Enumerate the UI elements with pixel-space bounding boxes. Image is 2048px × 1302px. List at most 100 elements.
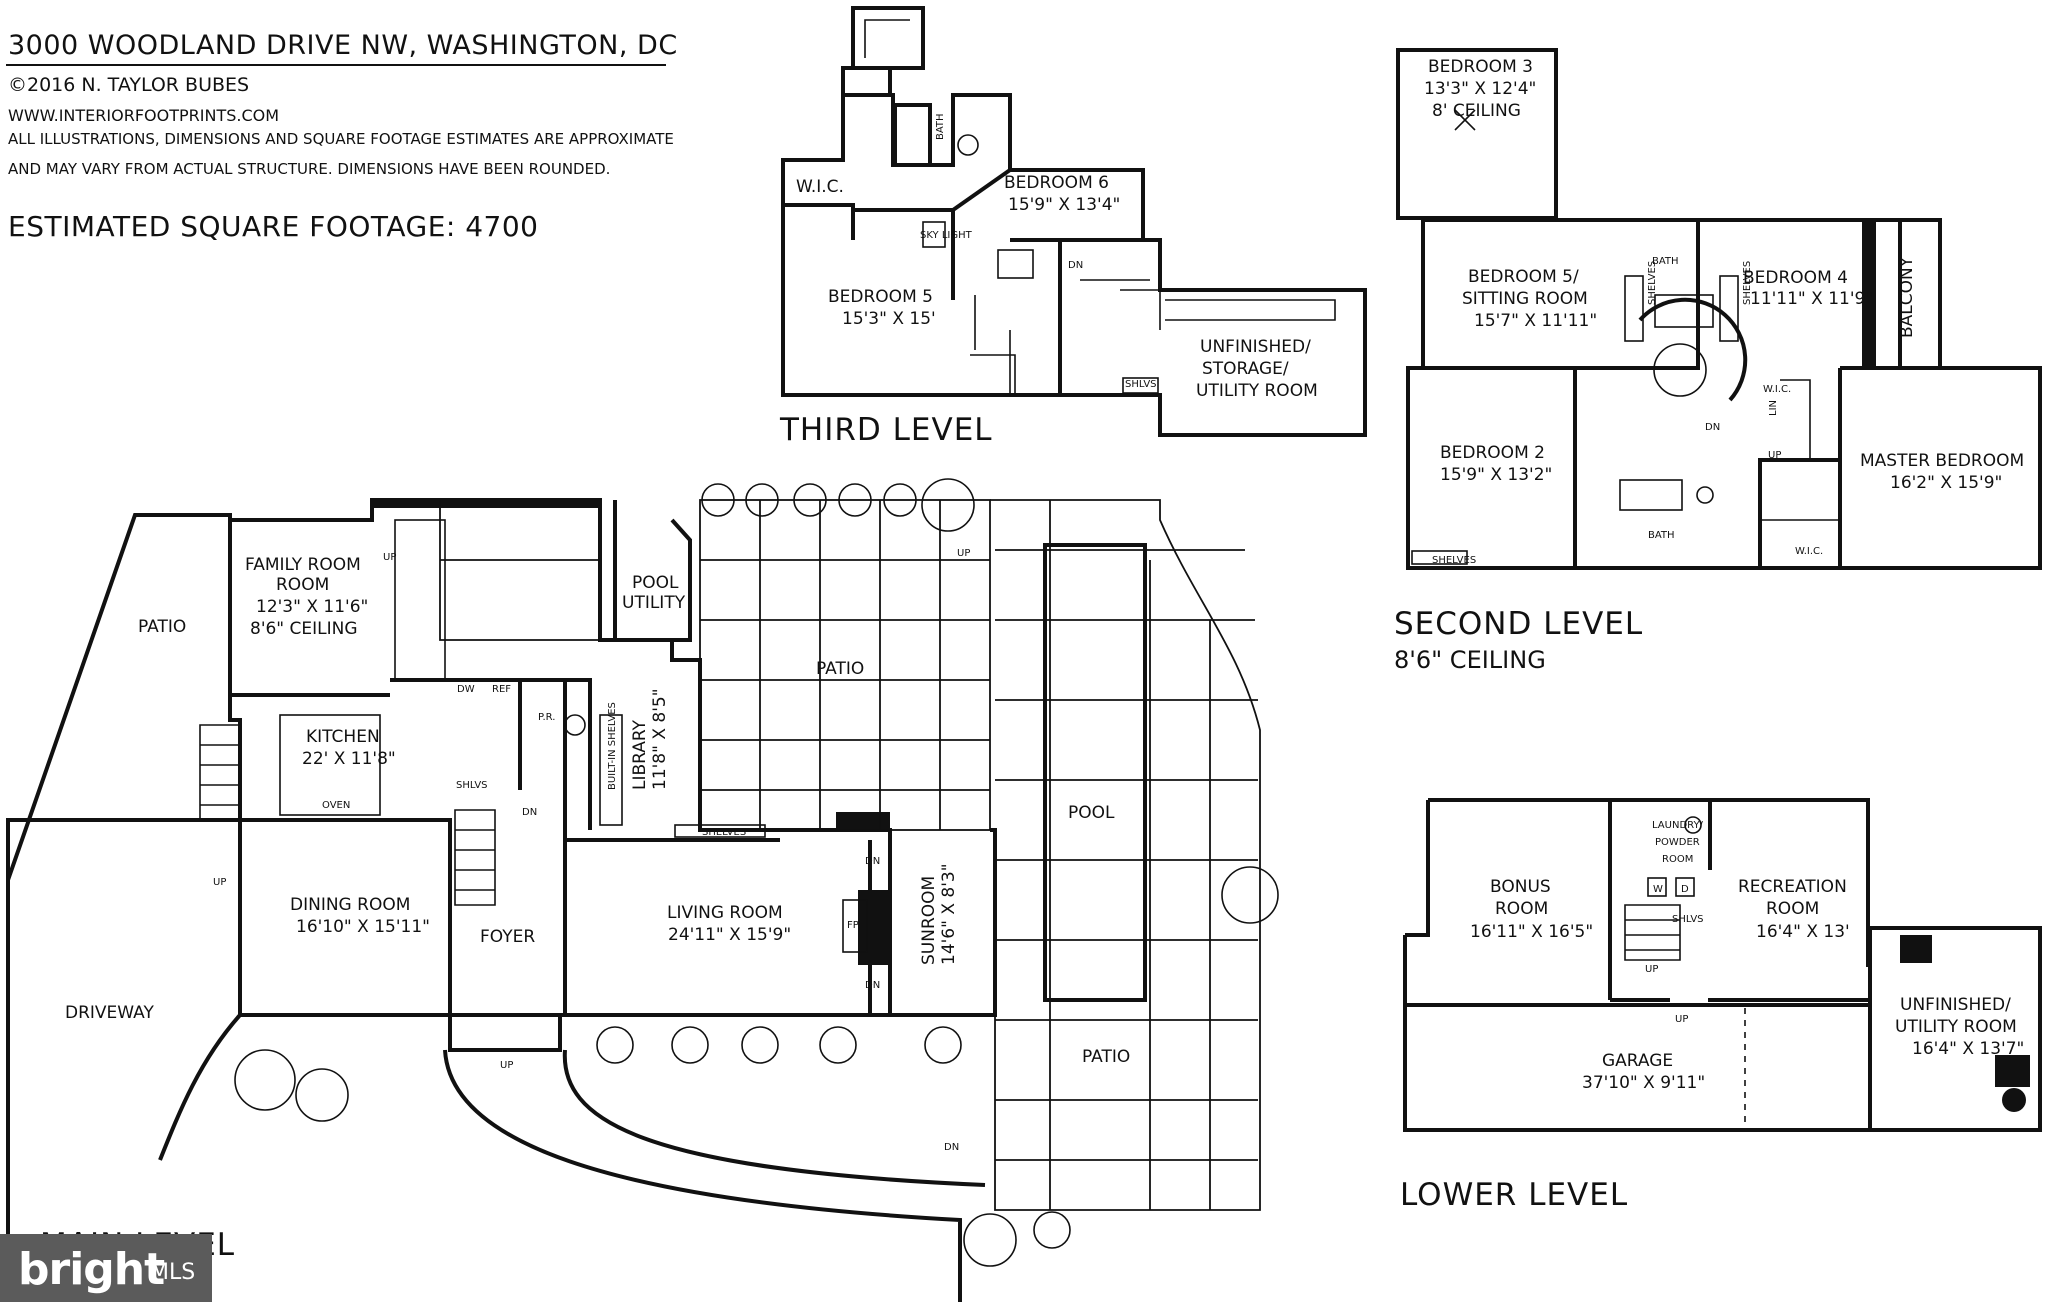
disclaimer-line-2: AND MAY VARY FROM ACTUAL STRUCTURE. DIME… [8, 160, 611, 178]
main-builtin-label: BUILT-IN SHELVES [607, 702, 618, 790]
third-storage-l2: STORAGE/ [1202, 359, 1289, 379]
lower-up-label-1: UP [1645, 964, 1658, 975]
main-pr-toilet [564, 714, 586, 736]
third-bath-label: BATH [935, 113, 946, 140]
main-oven-label: OVEN [322, 800, 350, 811]
lower-level-plan: LAUNDRY/ POWDER ROOM W D SHLVS UP UP BON… [1400, 798, 2042, 1213]
main-left-patio [6, 513, 242, 881]
main-family-l1: FAMILY ROOM [245, 555, 361, 575]
main-fp-label: FP [847, 920, 859, 931]
lower-laundry-l1: LAUNDRY/ [1652, 820, 1704, 831]
second-shelves-bottom-label: SHELVES [1432, 555, 1476, 566]
lower-dryer [1675, 877, 1695, 897]
lower-laundry-walls [1610, 798, 1712, 870]
lower-water-heater [2002, 1088, 2026, 1112]
third-tub [893, 103, 932, 167]
square-footage-text: ESTIMATED SQUARE FOOTAGE: 4700 [8, 210, 539, 243]
lower-recreation-l2: ROOM [1766, 899, 1819, 919]
main-pool [1043, 543, 1147, 1002]
second-stair-well [1653, 343, 1707, 397]
main-walk-edge-2 [562, 1049, 986, 1187]
lower-washer-label: W [1653, 884, 1663, 895]
second-master-name: MASTER BEDROOM [1860, 451, 2024, 471]
main-level-plan: PATIO FAMILY ROOM ROOM 12'3" X 11'6" 8'6… [6, 478, 1279, 1302]
second-ceiling-fan [1454, 109, 1476, 131]
lower-utility-l2: UTILITY ROOM [1895, 1017, 2017, 1037]
main-shrubs [234, 478, 1279, 1267]
lower-utility-dim: 16'4" X 13'7" [1912, 1039, 2024, 1059]
third-bedroom6-name: BEDROOM 6 [1004, 173, 1109, 193]
main-fireplace-wall [836, 812, 890, 828]
main-foyer-stair [454, 809, 496, 906]
third-wic-wall [783, 203, 855, 240]
third-toilet [957, 134, 979, 156]
main-kitchen-counter [279, 714, 381, 816]
main-dn-pool: DN [944, 1142, 959, 1153]
main-dining-name: DINING ROOM [290, 895, 410, 915]
second-level-title: SECOND LEVEL [1394, 606, 1643, 642]
main-front-stoop [448, 1015, 562, 1052]
second-bedroom3-dim: 13'3" X 12'4" [1424, 79, 1536, 99]
main-pool-label: POOL [1068, 803, 1115, 823]
main-foyer-label: FOYER [480, 927, 535, 947]
main-driveway-label: DRIVEWAY [65, 1003, 154, 1023]
second-tub-upper [1654, 294, 1714, 328]
main-driveway-edge [158, 1013, 242, 1161]
main-pool-pavers [990, 499, 1261, 1211]
main-up-side: UP [213, 877, 226, 888]
main-patio-pavers [439, 499, 991, 831]
main-pool-utility-l1: POOL [632, 573, 679, 593]
second-wic-lower: W.I.C. [1795, 546, 1823, 557]
second-bedroom2-name: BEDROOM 2 [1440, 443, 1545, 463]
lower-level-title: LOWER LEVEL [1400, 1177, 1628, 1213]
website-text: WWW.INTERIORFOOTPRINTS.COM [8, 106, 280, 125]
third-bedroom6-dim: 15'9" X 13'4" [1008, 195, 1120, 215]
lower-toilet [1684, 816, 1702, 834]
lower-laundry-l2: POWDER [1655, 837, 1700, 848]
main-walk-edge-1 [443, 1049, 962, 1302]
main-builtin-shelves [599, 714, 623, 826]
second-bath-upper: BATH [1652, 256, 1679, 267]
main-up-front: UP [500, 1060, 513, 1071]
main-ref-label: REF [492, 684, 511, 695]
second-bedroom3-name: BEDROOM 3 [1428, 57, 1533, 77]
main-pr-label: P.R. [538, 712, 555, 723]
main-dn-living-2: DN [865, 980, 880, 991]
third-storage-l3: UTILITY ROOM [1196, 381, 1318, 401]
second-balcony-rail [1864, 220, 1876, 368]
main-fireplace-hearth [842, 899, 868, 953]
second-bath-lower: BATH [1648, 530, 1675, 541]
second-bedroom2-dim: 15'9" X 13'2" [1440, 465, 1552, 485]
lower-recreation-l1: RECREATION [1738, 877, 1847, 897]
main-shelves-label: SHELVES [702, 827, 746, 838]
third-stair-tower-steps [864, 19, 910, 58]
third-bedroom5-name: BEDROOM 5 [828, 287, 933, 307]
second-bedroom5-dim: 15'7" X 11'11" [1474, 311, 1597, 331]
second-bedroom5-walls [1421, 218, 1700, 370]
main-family-l2: ROOM [276, 575, 329, 595]
lower-garage-name: GARAGE [1602, 1051, 1673, 1071]
third-level-title: THIRD LEVEL [779, 412, 993, 448]
second-bedroom5-l2: SITTING ROOM [1462, 289, 1588, 309]
second-shelves-l [1624, 275, 1644, 342]
third-level-plan: W.I.C. BATH BEDROOM 6 15'9" X 13'4" BEDR… [779, 6, 1367, 448]
third-skylight-label: SKY LIGHT [920, 230, 973, 241]
main-dn-foyer: DN [522, 807, 537, 818]
main-kitchen-name: KITCHEN [306, 727, 380, 747]
main-dw-label: DW [457, 684, 475, 695]
second-center-walls [1573, 368, 1842, 570]
second-shelves-label-l: SHELVES [1647, 261, 1658, 305]
main-patio-right-label: PATIO [1082, 1047, 1130, 1067]
main-side-stair [199, 724, 241, 821]
bright-mls-logo: bright MLS [0, 1234, 212, 1302]
main-living-dim: 24'11" X 15'9" [668, 925, 791, 945]
second-bedroom3-ceiling: 8' CEILING [1432, 101, 1521, 121]
main-sunroom-dim: 14'6" X 8'3" [939, 863, 959, 965]
main-pool-utility-walls [613, 500, 692, 642]
logo-wordmark: bright [18, 1244, 165, 1295]
main-up-family: UP [383, 552, 396, 563]
main-pool-utility-l2: UTILITY [622, 593, 686, 613]
logo-mls: MLS [150, 1260, 196, 1285]
main-library-dim: 11'8" X 8'5" [650, 688, 670, 790]
